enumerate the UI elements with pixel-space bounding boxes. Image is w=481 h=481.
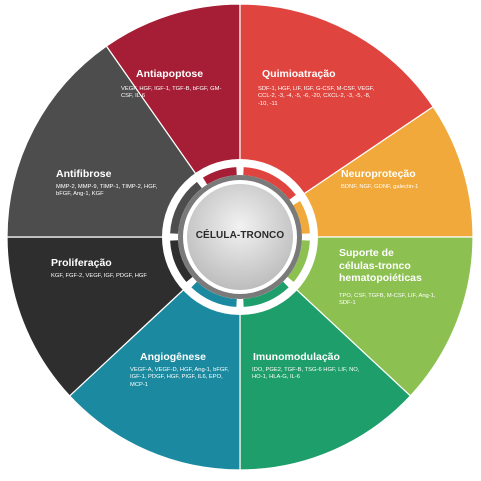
suporte-hub-arc (287, 240, 310, 282)
imunomodulacao-hub-arc (243, 281, 289, 307)
suporte-title-line-3: hematopoiéticas (339, 272, 422, 284)
proliferacao-hub-arc (170, 240, 193, 282)
center-label: CÉLULA-TRONCO (195, 230, 285, 241)
antifibrose-factors: MMP-2, MMP-9, TIMP-1, TIMP-2, HGF, bFGF,… (56, 184, 158, 198)
antifibrose-hub-arc (170, 181, 202, 234)
suporte-title-line-2: células-tronco (339, 259, 411, 272)
quimioatracao-factors: SDF-1, HGF, LIF, IGF, G-CSF, M-CSF, VEGF… (258, 86, 375, 107)
antiapoptose-factors: VEGF, HGF, IGF-1, TGF-B, bFGF, GM-CSF, I… (121, 86, 222, 100)
quimioatracao-hub-arc (243, 167, 296, 200)
suporte-title: Suporte de células-tronco hematopoiética… (339, 247, 422, 285)
neuroprotecao-hub-arc (293, 200, 310, 234)
neuroprotecao-title: Neuroproteção (341, 168, 416, 180)
proliferacao-title: Proliferação (51, 257, 112, 269)
angiogenese-hub-arc (191, 281, 237, 307)
hub-core (187, 184, 293, 290)
suporte-title-line-1: Suporte de (339, 247, 394, 259)
antiapoptose-hub-arc (202, 167, 237, 185)
imunomodulacao-title: Imunomodulação (253, 351, 340, 363)
angiogenese-factors: VEGF-A, VEGF-D, HGF, Ang-1, bFGF, IGF-1,… (130, 367, 229, 388)
suporte-factors: TPO, CSF, TGFB, M-CSF, LIF, Ang-1, SDF-1 (339, 293, 436, 307)
neuroprotecao-factors: BDNF, NGF, GDNF, galectin-1 (341, 184, 419, 190)
proliferacao-factors: KGF, FGF-2, VEGF, IGF, PDGF, HGF (51, 273, 147, 279)
antifibrose-title: Antifibrose (56, 168, 112, 180)
angiogenese-title: Angiogênese (140, 351, 206, 363)
antiapoptose-title: Antiapoptose (136, 68, 204, 80)
imunomodulacao-factors: IDO, PGE2, TGF-B, TSG-6 HGF, LIF, NO, HO… (252, 367, 360, 381)
quimioatracao-title: Quimioatração (262, 68, 336, 80)
